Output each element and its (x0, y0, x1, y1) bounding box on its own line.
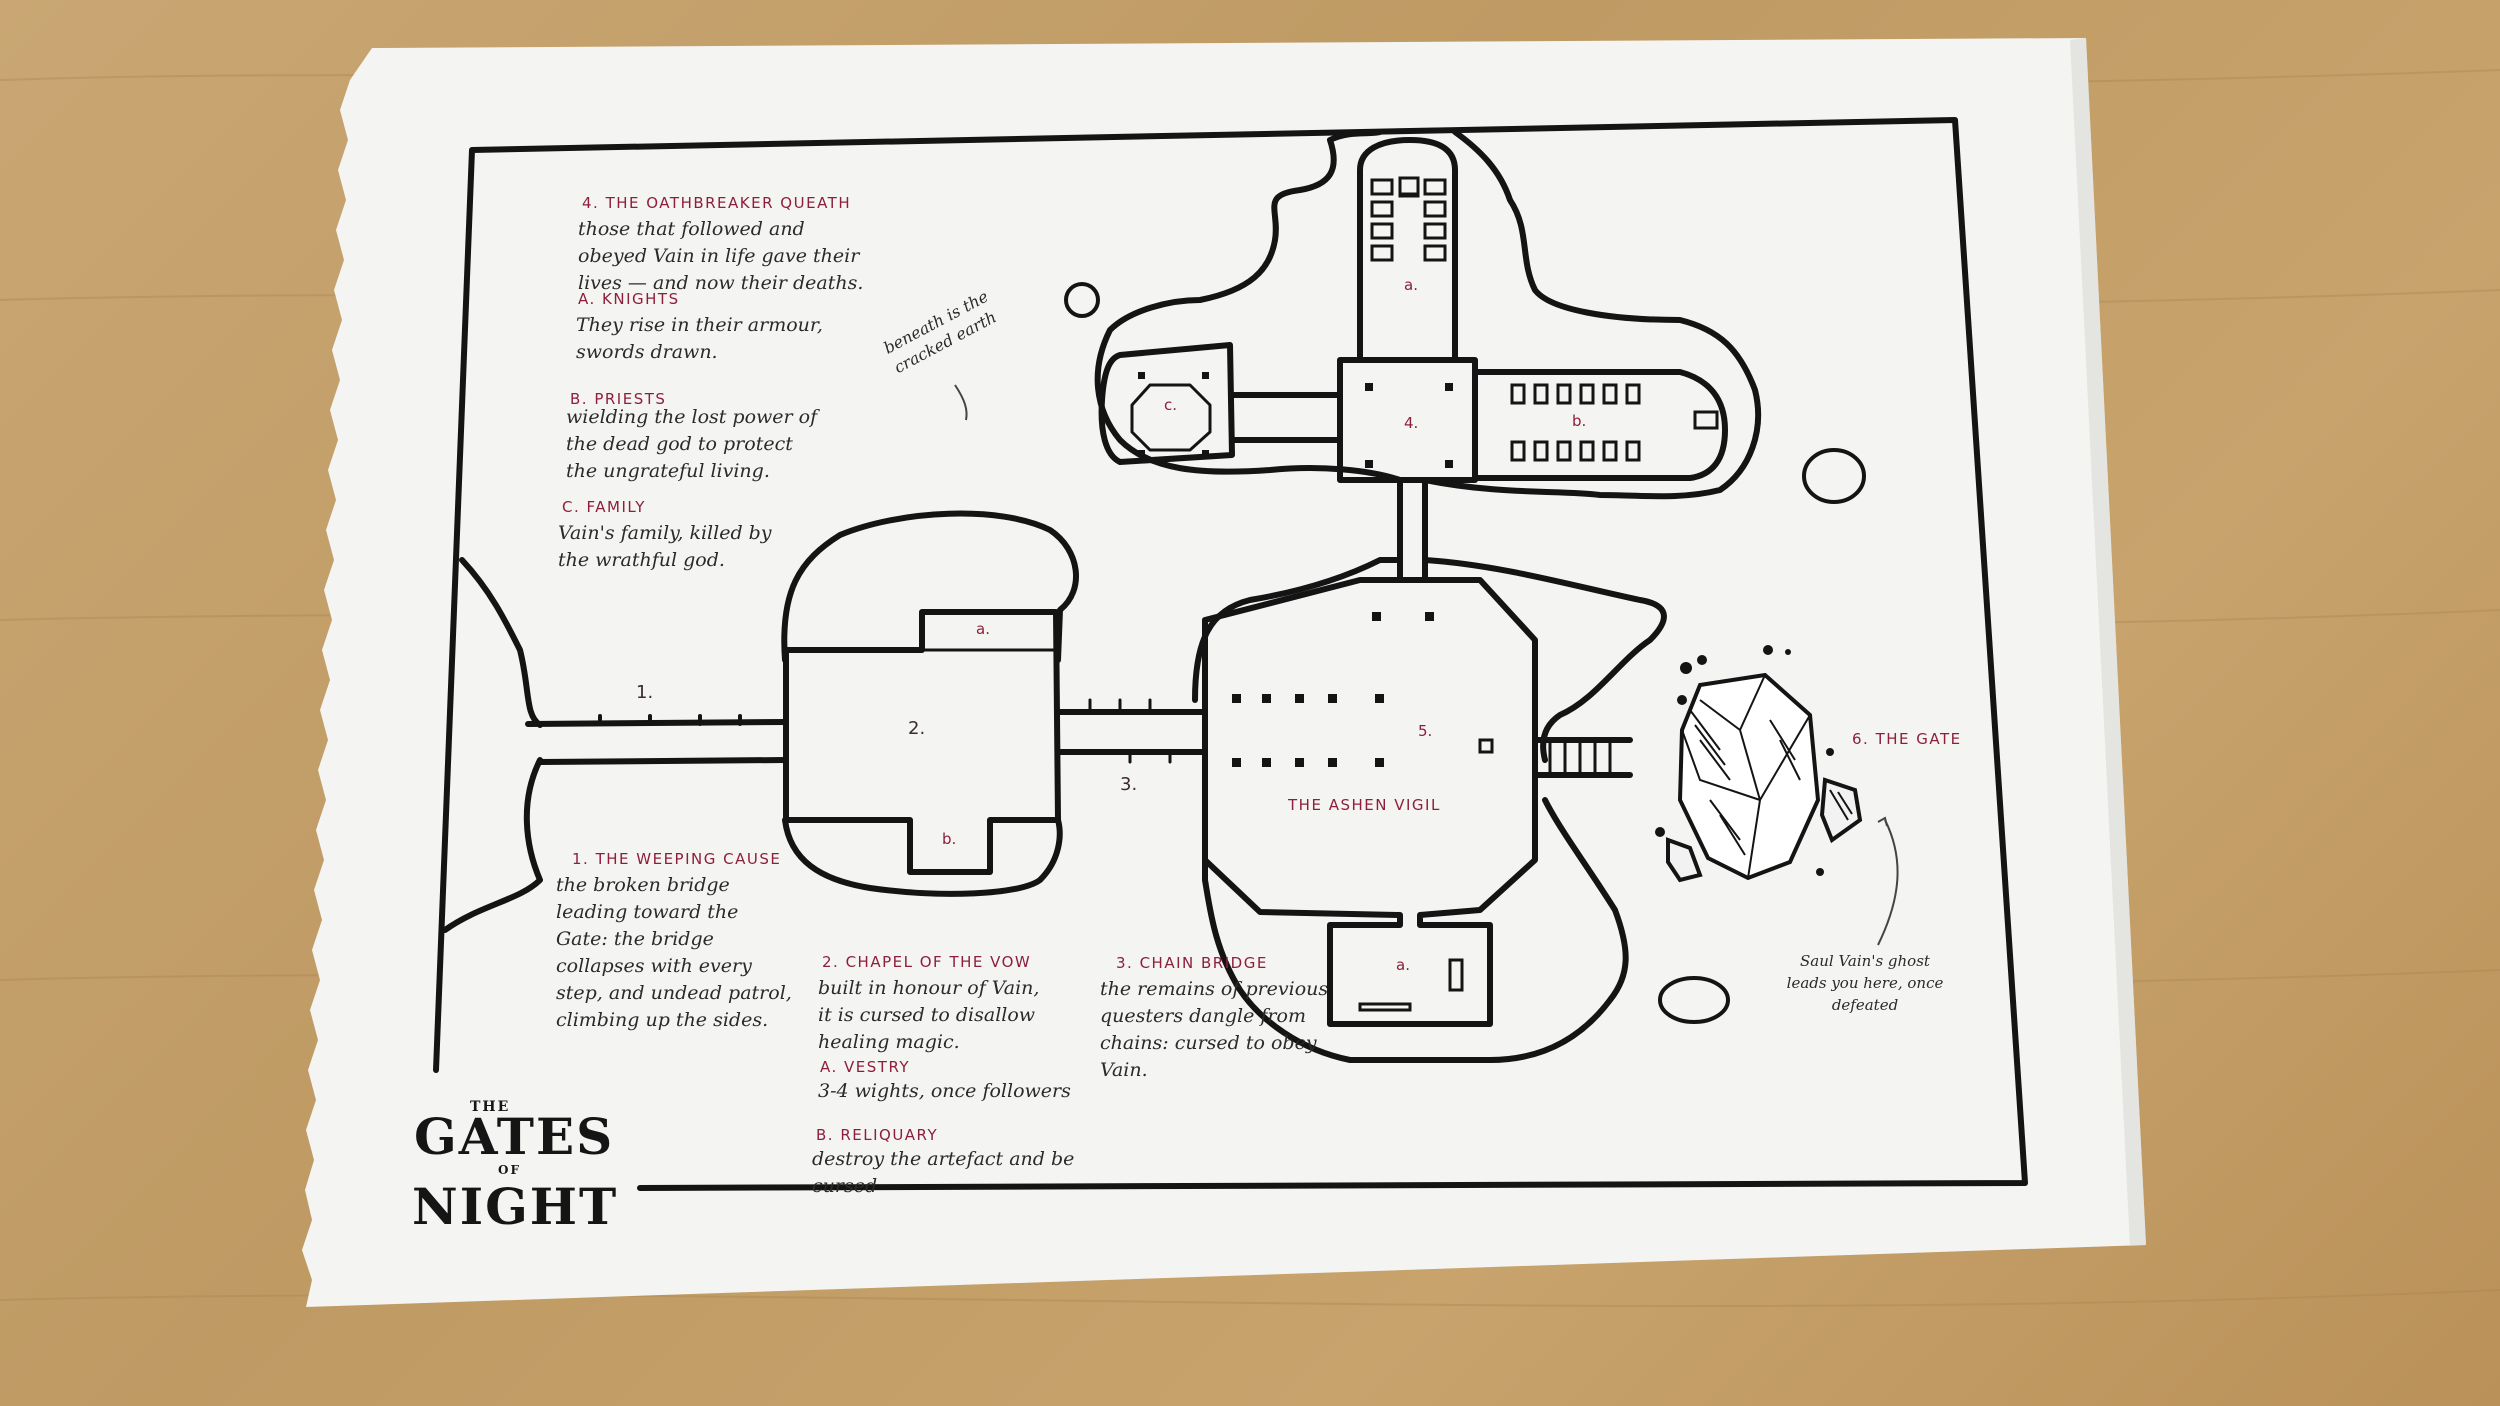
bridge-weeping (525, 719, 788, 765)
paper-sheet (302, 38, 2146, 1307)
islet-se (1658, 976, 1730, 1024)
legend-knights-heading: a. KNIGHTS (578, 290, 680, 308)
legend-priests-text: wielding the lost power of the dead god … (566, 406, 818, 482)
logo-the: THE (470, 1099, 511, 1115)
room-label-4c: c. (1164, 396, 1178, 414)
legend-priests-heading: b. PRIESTS (570, 390, 667, 408)
upper-cave (1094, 129, 1762, 500)
room-label-5: 5. (1418, 722, 1433, 740)
room-chapel (783, 609, 1061, 875)
corridor-north (1397, 477, 1428, 583)
room-oathbreaker-north (1357, 137, 1458, 363)
family-octagon (1130, 383, 1212, 452)
room-label-2b: b. (942, 830, 957, 848)
legend-family-heading: c. FAMILY (562, 498, 646, 516)
map-border (433, 117, 2028, 1191)
legend-gate-heading: 6. THE GATE (1852, 730, 1962, 748)
legend-weeping-text: the broken bridge leading toward the Gat… (556, 874, 792, 1031)
legend-reliquary-heading: b. RELIQUARY (816, 1126, 939, 1144)
room-label-2a: a. (976, 620, 990, 638)
room-label-4b: b. (1572, 412, 1587, 430)
legend-chapel-text: built in honour of Vain, it is cursed to… (818, 977, 1040, 1053)
cliff-left-lower (442, 757, 543, 933)
legend-gate-text: Saul Vain's ghost leads you here, once d… (1786, 952, 1944, 1014)
room-label-1: 1. (636, 682, 654, 703)
corridor-west (1229, 392, 1343, 443)
legend-weeping-heading: 1. THE WEEPING CAUSE (572, 850, 782, 868)
room-priests (1472, 369, 1728, 481)
legend-vestry-heading: a. VESTRY (820, 1058, 911, 1076)
islet-nw (1064, 282, 1100, 318)
logo-of: OF (498, 1163, 521, 1177)
room-label-3: 3. (1120, 774, 1138, 795)
legend-chain-heading: 3. CHAIN BRIDGE (1116, 954, 1268, 972)
room-label-4: 4. (1404, 414, 1419, 432)
chapel-cave (781, 510, 1079, 897)
legend-oathbreaker-heading: 4. THE OATHBREAKER QUEATH (582, 194, 852, 212)
vigil-cave (1192, 557, 1667, 1063)
room-label-2: 2. (908, 718, 926, 739)
room-label-ashen-vigil: THE ASHEN VIGIL (1288, 796, 1441, 814)
room-label-4a: a. (1404, 276, 1418, 294)
legend-vestry-text: 3-4 wights, once followers (818, 1080, 1071, 1102)
legend-chapel-heading: 2. CHAPEL of the VOW (822, 953, 1032, 971)
legend-family-text: Vain's family, killed by the wrathful go… (558, 522, 772, 571)
legend-oathbreaker-text: those that followed and obeyed Vain in l… (578, 218, 864, 294)
cliff-left-upper (459, 557, 543, 728)
room-label-5a: a. (1396, 956, 1410, 974)
islet-e (1802, 448, 1866, 504)
legend-reliquary-text: destroy the artefact and be cursed (812, 1148, 1075, 1197)
logo-night: NIGHT (412, 1177, 619, 1236)
logo-gates: GATES (414, 1107, 615, 1166)
legend-chain-text: the remains of previous questers dangle … (1100, 978, 1329, 1081)
room-family (1098, 342, 1235, 465)
room-ashen-vigil (1202, 577, 1538, 1027)
legend-knights-text: They rise in their armour, swords drawn. (576, 314, 823, 363)
